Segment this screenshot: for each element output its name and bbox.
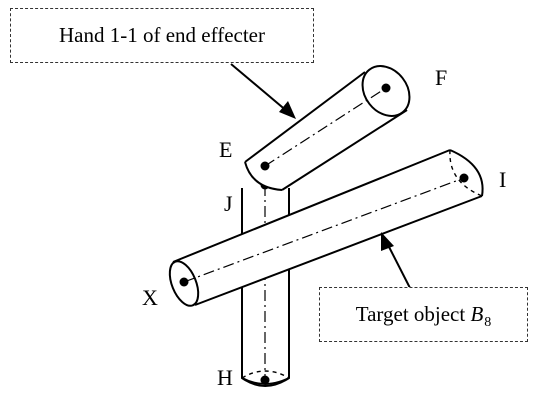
hand-cylinder-end-e (244, 161, 283, 191)
point-label-f: F (435, 65, 448, 90)
hand-cylinder-bottom-line (281, 109, 408, 191)
point-h-dot (260, 375, 270, 385)
target-cylinder-body (173, 150, 483, 305)
hand-callout-text: Hand 1-1 of end effecter (58, 23, 265, 47)
callout-arrows (230, 63, 411, 289)
point-label-x: X (142, 285, 158, 310)
hand-cylinder-top-line (244, 71, 366, 163)
hand-callout-arrowhead (279, 101, 296, 119)
hand-cylinder-axis (264, 87, 387, 167)
target-callout-arrow-line (385, 240, 411, 289)
point-label-i: I (499, 167, 507, 192)
point-x-dot (179, 277, 189, 287)
hand-callout-box: Hand 1-1 of end effecter (10, 8, 314, 63)
hand-cylinder-body (245, 72, 407, 190)
vertical-cylinder-j-h (241, 180, 290, 387)
vertical-cylinder-bottom-back (241, 370, 290, 379)
target-cylinder-bottom-line (194, 195, 483, 306)
target-callout-text-group: Target object B 8 (355, 302, 492, 330)
target-cylinder-x-i (168, 149, 484, 307)
target-callout-subscript: 8 (484, 315, 492, 330)
hand-cylinder-e-f (244, 65, 411, 191)
vertical-cylinder-bottom-front (241, 377, 290, 387)
target-callout-arrowhead (381, 232, 394, 251)
target-cylinder-axis (183, 177, 465, 283)
point-e-dot (260, 161, 270, 171)
point-label-h: H (217, 365, 233, 390)
point-f-dot (381, 83, 391, 93)
target-callout-box: Target object B 8 (319, 287, 528, 342)
point-label-j: J (224, 191, 233, 216)
point-i-dot (459, 173, 469, 183)
target-callout-symbol: B (470, 302, 484, 326)
target-cylinder-end-i (449, 149, 484, 197)
hand-callout-arrow-line (230, 63, 289, 113)
target-cylinder-top-line (172, 149, 451, 263)
point-label-e: E (219, 137, 233, 162)
target-callout-prefix: Target object (355, 302, 471, 326)
